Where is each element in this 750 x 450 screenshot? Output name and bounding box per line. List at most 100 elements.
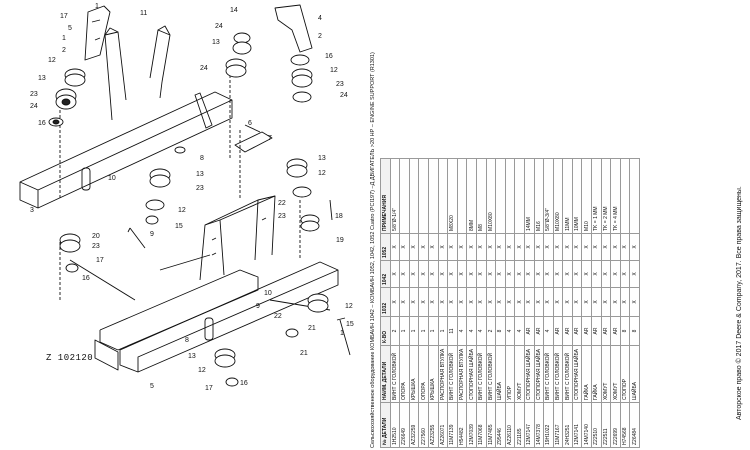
table-cell: X [495, 260, 506, 288]
table-cell: X [409, 233, 419, 261]
svg-text:15: 15 [346, 321, 354, 328]
table-cell: AR [534, 316, 544, 346]
svg-text:22: 22 [274, 313, 282, 320]
table-cell: 1 [438, 316, 448, 346]
table-cell: 19H1022 [543, 402, 554, 448]
table-cell: Z26649 [399, 402, 410, 448]
table-cell: 4 [505, 316, 515, 346]
table-cell: ВИНТ С ГОЛОВКОЙ [476, 345, 487, 403]
table-cell: X [486, 287, 496, 317]
col-1032: 1032 [380, 287, 391, 317]
col-part-number: № ДЕТАЛИ [380, 402, 391, 448]
table-cell: Z21185 [514, 402, 525, 448]
table-cell: X [514, 233, 525, 261]
table-cell: ВИНТ С ГОЛОВКОЙ [447, 345, 458, 403]
parts-table: № ДЕТАЛИ НАИМ. ДЕТАЛИ К-ВО 1032 1042 105… [380, 158, 640, 448]
table-cell: X [601, 233, 611, 261]
table-cell: X [620, 260, 630, 288]
svg-text:20: 20 [92, 233, 100, 240]
table-cell: M8X20 [447, 158, 458, 234]
svg-text:16: 16 [325, 53, 333, 60]
table-cell: X [495, 287, 506, 317]
table-cell: X [591, 233, 602, 261]
table-cell: 1 [428, 316, 439, 346]
table-cell [438, 158, 448, 234]
table-cell: AR [601, 316, 611, 346]
table-cell: 4 [457, 316, 467, 346]
table-cell: ГАЙКА [581, 345, 592, 403]
col-part-name: НАИМ. ДЕТАЛИ [380, 345, 391, 403]
table-cell: X [553, 287, 563, 317]
table-cell: 12M7039 [466, 402, 477, 448]
table-cell: X [495, 233, 506, 261]
table-cell: X [476, 233, 487, 261]
svg-text:4: 4 [318, 15, 322, 22]
table-cell: X [591, 287, 602, 317]
table-cell [495, 158, 506, 234]
svg-text:23: 23 [92, 243, 100, 250]
table-cell: 11M7485 [486, 402, 496, 448]
table-cell: 4 [466, 316, 477, 346]
table-cell: AZ26110 [505, 402, 515, 448]
table-cell: X [553, 233, 563, 261]
table-cell: РАСПОРНАЯ ВТУЛКА [438, 345, 448, 403]
table-cell: X [581, 287, 592, 317]
table-cell [505, 158, 515, 234]
table-cell: X [610, 260, 621, 288]
svg-text:3: 3 [30, 207, 34, 214]
table-cell: TK = 1 MM [591, 158, 602, 234]
svg-text:16: 16 [240, 380, 248, 387]
table-cell: ХОМУТ [610, 345, 621, 403]
table-cell: 8 [620, 316, 630, 346]
svg-text:24: 24 [30, 103, 38, 110]
table-cell: 14MM [524, 158, 534, 234]
table-cell: Z22511 [601, 402, 611, 448]
table-cell: X [399, 287, 410, 317]
table-cell: X [438, 233, 448, 261]
table-cell: 11M7167 [553, 402, 563, 448]
svg-text:8: 8 [200, 155, 204, 162]
table-cell: X [524, 233, 534, 261]
table-cell: AR [562, 316, 573, 346]
svg-text:12: 12 [330, 67, 338, 74]
svg-text:1: 1 [62, 35, 66, 42]
svg-text:8: 8 [185, 337, 189, 344]
table-cell: X [581, 233, 592, 261]
table-cell: M10 [581, 158, 592, 234]
svg-text:16: 16 [38, 120, 46, 127]
table-cell: X [418, 287, 429, 317]
table-cell: ВИНТ С ГОЛОВКОЙ [553, 345, 563, 403]
table-cell: X [438, 260, 448, 288]
svg-text:10: 10 [264, 290, 272, 297]
table-cell: КРЫШКА [409, 345, 419, 403]
table-cell: СТОПОРНАЯ ШАЙБА [572, 345, 582, 403]
svg-text:13: 13 [196, 171, 204, 178]
table-cell: X [534, 233, 544, 261]
svg-text:13: 13 [188, 353, 196, 360]
table-header-row: № ДЕТАЛИ НАИМ. ДЕТАЛИ К-ВО 1032 1042 105… [380, 158, 391, 448]
table-cell: 4 [543, 316, 554, 346]
table-cell: 10MM [572, 158, 582, 234]
table-cell: X [572, 233, 582, 261]
table-cell: Z26484 [629, 402, 640, 448]
table-cell: X [447, 287, 458, 317]
svg-text:9: 9 [256, 303, 260, 310]
table-cell: ХОМУТ [514, 345, 525, 403]
table-cell: X [428, 260, 439, 288]
table-cell: X [476, 260, 487, 288]
table-cell: 2 [486, 316, 496, 346]
svg-text:13: 13 [38, 75, 46, 82]
table-cell: X [553, 260, 563, 288]
table-cell: 8 [629, 316, 640, 346]
table-cell: 5/8"Ø-1/4" [390, 158, 400, 234]
table-cell: X [505, 287, 515, 317]
